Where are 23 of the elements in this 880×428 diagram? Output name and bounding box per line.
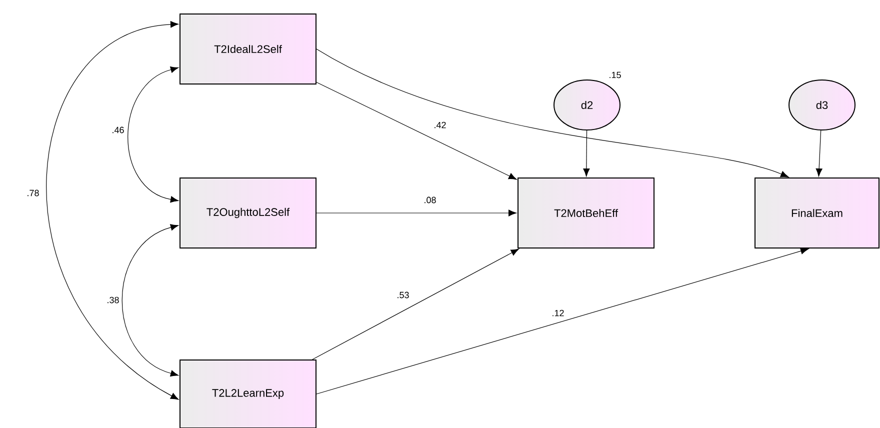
arrow	[316, 82, 517, 180]
edge-label: .12	[550, 308, 566, 318]
arrow	[312, 248, 519, 360]
variable-box: T2IdealL2Self	[180, 14, 316, 84]
arrow	[816, 130, 822, 177]
variable-box: T2L2LearnExp	[180, 360, 316, 428]
edge-label: .78	[26, 188, 40, 198]
value-label: .15	[610, 72, 621, 78]
edge-label: .08	[422, 196, 438, 204]
curved-arrow	[128, 66, 179, 203]
edge-label: .53	[396, 290, 410, 300]
edge-label: .46	[110, 126, 126, 134]
arrow	[316, 48, 789, 178]
arrow	[316, 210, 517, 216]
variable-box: FinalExam	[754, 178, 880, 248]
variable-box: T2MotBehEff	[518, 178, 654, 248]
curved-arrow	[122, 224, 179, 377]
edge-label: .38	[106, 296, 120, 304]
edge-label: .42	[432, 120, 448, 130]
curved-arrow	[46, 21, 179, 400]
variable-box: T2OughttoL2Self	[180, 178, 316, 248]
arrow	[583, 130, 590, 177]
arrow	[316, 248, 809, 394]
